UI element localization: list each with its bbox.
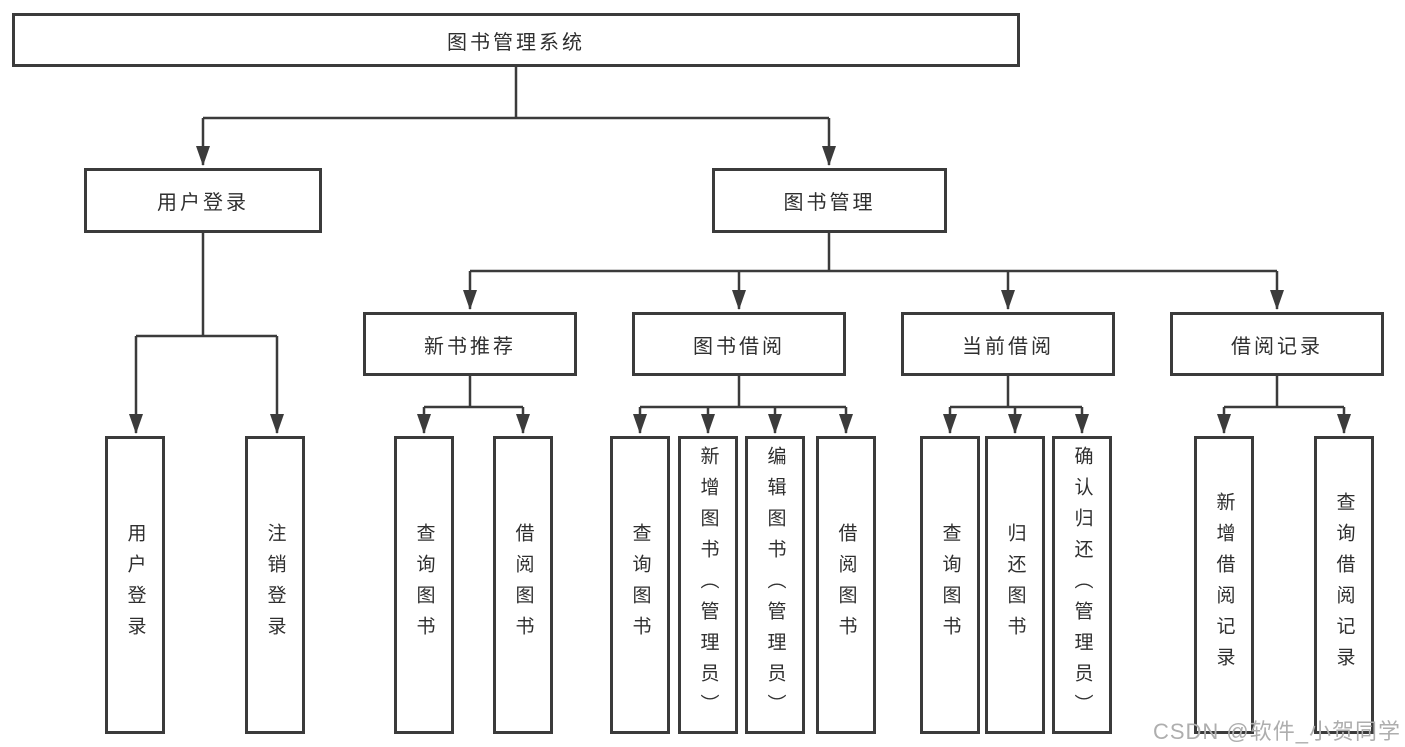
leaf-query-book-2-box: 查询图书 <box>610 436 670 734</box>
leaf-query-book-1-label: 查询图书 <box>413 523 435 647</box>
leaf-edit-book-admin-box: 编辑图书（管理员） <box>745 436 805 734</box>
leaf-borrow-book-2-label: 借阅图书 <box>835 523 857 647</box>
leaf-confirm-return-admin-box: 确认归还（管理员） <box>1052 436 1112 734</box>
module-book-borrow-box: 图书借阅 <box>632 312 846 376</box>
leaf-add-book-admin-box: 新增图书（管理员） <box>678 436 738 734</box>
leaf-add-book-admin-label: 新增图书（管理员） <box>697 445 719 725</box>
leaf-query-book-3-box: 查询图书 <box>920 436 980 734</box>
csdn-watermark: CSDN @软件_小贺同学 <box>1152 719 1401 744</box>
module-book-borrow-label: 图书借阅 <box>693 335 785 358</box>
module-borrow-record-label: 借阅记录 <box>1231 335 1323 358</box>
root-label: 图书管理系统 <box>447 31 585 54</box>
leaf-return-book-label: 归还图书 <box>1004 523 1026 647</box>
leaf-user-login-box: 用户登录 <box>105 436 165 734</box>
leaf-logout-box: 注销登录 <box>245 436 305 734</box>
leaf-query-book-2-label: 查询图书 <box>629 523 651 647</box>
module-current-borrow-box: 当前借阅 <box>901 312 1115 376</box>
leaf-borrow-book-2-box: 借阅图书 <box>816 436 876 734</box>
leaf-borrow-book-1-box: 借阅图书 <box>493 436 553 734</box>
edge-current-borrow-bus <box>950 376 1082 409</box>
leaf-query-book-1-box: 查询图书 <box>394 436 454 734</box>
module-new-book-label: 新书推荐 <box>424 335 516 358</box>
module-borrow-record-box: 借阅记录 <box>1170 312 1384 376</box>
edge-book-borrow-bus <box>640 376 846 409</box>
leaf-query-borrow-record-label: 查询借阅记录 <box>1333 492 1355 678</box>
leaf-edit-book-admin-label: 编辑图书（管理员） <box>764 445 786 725</box>
branch-book-management-box: 图书管理 <box>712 168 947 233</box>
leaf-logout-label: 注销登录 <box>264 523 286 647</box>
leaf-add-borrow-record-label: 新增借阅记录 <box>1213 492 1235 678</box>
branch-user-login-label: 用户登录 <box>157 192 249 214</box>
edge-root-bus <box>203 67 829 120</box>
leaf-query-book-3-label: 查询图书 <box>939 523 961 647</box>
branch-user-login-box: 用户登录 <box>84 168 322 233</box>
leaf-return-book-box: 归还图书 <box>985 436 1045 734</box>
edge-book-management-bus <box>470 233 1277 273</box>
edge-borrow-record-bus <box>1224 376 1344 409</box>
leaf-confirm-return-admin-label: 确认归还（管理员） <box>1071 445 1093 725</box>
module-current-borrow-label: 当前借阅 <box>962 335 1054 358</box>
root-box: 图书管理系统 <box>12 13 1020 67</box>
leaf-borrow-book-1-label: 借阅图书 <box>512 523 534 647</box>
branch-book-management-label: 图书管理 <box>783 192 876 214</box>
leaf-user-login-label: 用户登录 <box>124 523 146 647</box>
edge-new-book-bus <box>424 376 523 409</box>
leaf-query-borrow-record-box: 查询借阅记录 <box>1314 436 1374 734</box>
module-new-book-box: 新书推荐 <box>363 312 577 376</box>
leaf-add-borrow-record-box: 新增借阅记录 <box>1194 436 1254 734</box>
edge-user-login-bus <box>136 233 277 338</box>
